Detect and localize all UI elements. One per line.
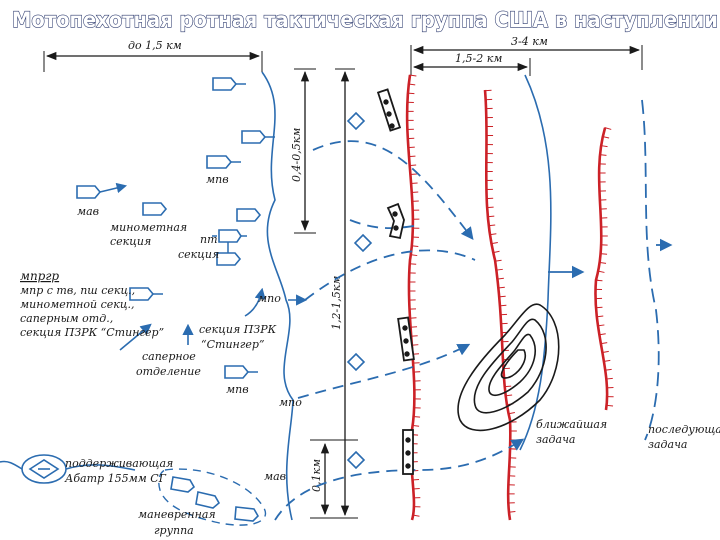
obstacle-4 — [402, 429, 414, 475]
obstacle-2 — [386, 202, 405, 240]
unit-vehicle-11 — [170, 476, 196, 493]
diamond-markers — [346, 111, 373, 470]
next-objective-dashed-line — [641, 99, 660, 441]
unit-vehicle-2 — [241, 130, 267, 144]
diamond-marker-1 — [346, 111, 366, 131]
front-line-3 — [594, 127, 609, 411]
command-group-heading: мпргр — [20, 269, 59, 283]
label-mav-bottom: мав — [264, 470, 286, 483]
dimension-top-left: до 1,5 км — [43, 39, 263, 72]
label-mpv-top: мпв — [206, 173, 229, 186]
label-mortar-2: секция — [110, 235, 151, 248]
label-mpo-lower: мпо — [279, 396, 302, 409]
unit-gun-barrels — [99, 83, 275, 373]
maneuver-group-outline — [158, 468, 267, 526]
obstacle-group — [376, 88, 415, 475]
unit-vehicle-10 — [224, 365, 250, 379]
next-objective-line-1: последующая — [648, 423, 720, 436]
label-sapper-2: отделение — [136, 365, 201, 378]
left-boundary-curve — [261, 71, 294, 521]
unit-vehicle-3 — [206, 155, 233, 169]
support-legend: поддерживающая Абатр 155мм СГ — [64, 457, 173, 485]
advance-arrows — [274, 140, 525, 521]
near-objective-line-2: задача — [536, 433, 576, 446]
near-objective-line-1: ближайшая — [536, 418, 607, 431]
obstacle-1 — [376, 88, 402, 132]
unit-vehicle-6 — [236, 208, 262, 222]
label-pzrk-1: секция ПЗРК — [199, 323, 277, 336]
arrow-mortar — [244, 287, 266, 317]
obstacle-3 — [397, 316, 415, 362]
support-battery-symbol — [0, 454, 136, 484]
distance-vertical-large-label: 1,2-1,5км — [330, 276, 343, 330]
page-title: Мотопехотная ротная тактическая группа С… — [12, 8, 718, 32]
unit-vehicle-13 — [234, 506, 259, 522]
maneuver-line-2: группа — [154, 524, 194, 537]
unit-vehicle-4 — [76, 185, 102, 199]
hill-contour — [457, 303, 560, 432]
unit-vehicle-5 — [142, 202, 168, 216]
dimension-vertical-bottom: 0,1км — [310, 439, 358, 519]
distance-top-left-label: до 1,5 км — [128, 39, 182, 52]
distance-vertical-small-label: 0,4-0,5км — [290, 128, 303, 182]
support-line-1: поддерживающая — [65, 457, 173, 470]
next-objective-line-2: задача — [648, 438, 688, 451]
diamond-marker-2 — [353, 233, 373, 253]
label-mav-left: мав — [77, 205, 99, 218]
advance-curve-right — [519, 74, 552, 451]
unit-labels: мпв мав минометная секция пт секция мпо … — [77, 173, 302, 483]
unit-vehicle-7 — [218, 229, 242, 243]
command-group-line-3: саперным отд., — [20, 312, 113, 325]
command-group-legend: мпргр мпр с тв, пш секц., минометной сек… — [20, 269, 164, 339]
unit-vehicle-12 — [195, 491, 221, 509]
command-group-line-4: секция ПЗРК “Стингер” — [20, 326, 164, 339]
unit-vehicle-1 — [212, 77, 238, 91]
support-line-2: Абатр 155мм СГ — [64, 472, 167, 485]
dimension-vertical-large: 1,2-1,5км — [330, 68, 355, 517]
diamond-marker-3 — [346, 352, 366, 372]
label-mpo-upper: мпо — [258, 292, 281, 305]
dimension-top-right: 3-4 км — [410, 35, 643, 75]
arrow-sapper — [119, 323, 152, 351]
label-sapper-1: саперное — [142, 350, 196, 363]
label-mpv-lower: мпв — [226, 383, 249, 396]
label-pzrk-2: “Стингер” — [201, 338, 265, 351]
front-line-2 — [483, 89, 512, 521]
dimension-vertical-small: 0,4-0,5км — [290, 68, 316, 234]
diamond-marker-4 — [346, 450, 366, 470]
distance-middle-label: 1,5-2 км — [455, 52, 502, 65]
maneuver-legend: маневренная группа — [138, 508, 216, 537]
unit-vehicle-9 — [129, 287, 155, 301]
distance-vertical-bottom-label: 0,1км — [310, 459, 323, 492]
label-pt-2: секция — [178, 248, 219, 261]
command-group-line-2: минометной секц., — [20, 298, 135, 311]
command-group-line-1: мпр с тв, пш секц., — [20, 284, 135, 297]
dimension-middle: 1,5-2 км — [412, 52, 531, 76]
maneuver-line-1: маневренная — [138, 508, 216, 521]
label-pt-1: пт — [200, 233, 218, 246]
label-mortar-1: минометная — [110, 221, 187, 234]
front-line-2-ticks — [484, 89, 517, 521]
objective-labels: ближайшая задача последующая задача — [536, 418, 720, 451]
unit-vehicle-8 — [216, 252, 242, 266]
unit-symbols — [76, 77, 267, 522]
distance-top-right-label: 3-4 км — [511, 35, 548, 48]
